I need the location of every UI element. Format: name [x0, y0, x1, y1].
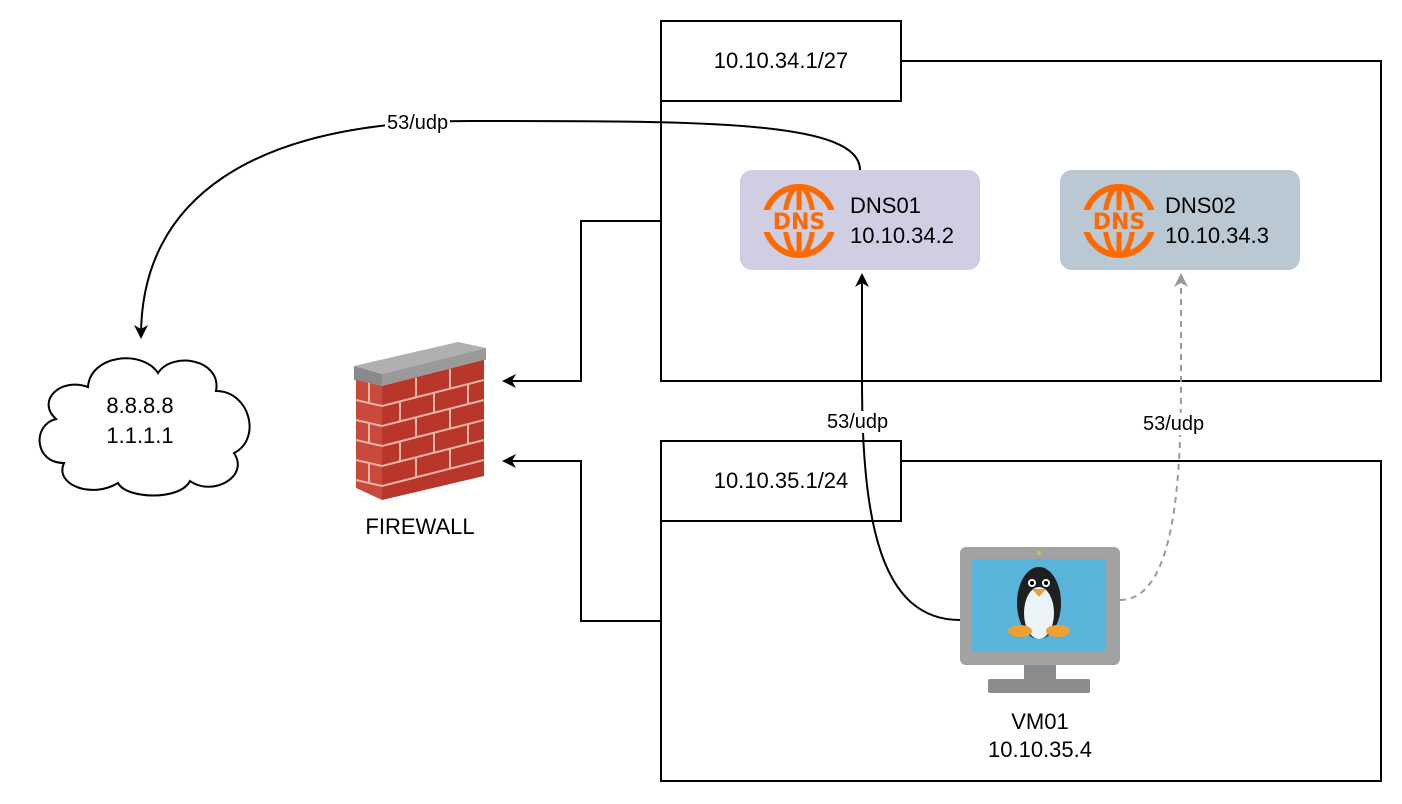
edge-vm-to-dns01 — [855, 273, 961, 621]
internet-ip-2: 1.1.1.1 — [106, 423, 174, 448]
vm-name: VM01 — [1011, 709, 1069, 734]
svg-text:DNS: DNS — [1093, 210, 1146, 235]
edge-dns01-to-internet — [134, 119, 861, 339]
dns02-name: DNS02 — [1165, 193, 1236, 218]
edge-label-vm-dns02: 53/udp — [1141, 413, 1207, 435]
linux-monitor-icon[interactable] — [958, 545, 1122, 695]
edge-label-dns01-internet: 53/udp — [385, 112, 451, 134]
internet-ip-1: 8.8.8.8 — [106, 393, 174, 418]
firewall-label: FIREWALL — [365, 514, 475, 539]
internet-cloud-icon[interactable] — [30, 345, 258, 497]
dns02-ip: 10.10.34.3 — [1165, 223, 1269, 248]
firewall-brick-wall-icon[interactable] — [350, 338, 490, 502]
subnet-34-label: 10.10.34.1/27 — [660, 20, 902, 102]
edge-label-vm-dns01: 53/udp — [825, 411, 891, 433]
edge-vm-to-dns02 — [1119, 273, 1188, 601]
subnet-35-label: 10.10.35.1/24 — [660, 440, 902, 522]
dns01-ip: 10.10.34.2 — [850, 223, 954, 248]
svg-text:DNS: DNS — [773, 210, 826, 235]
dns01-name: DNS01 — [850, 193, 921, 218]
vm-ip: 10.10.35.4 — [988, 737, 1092, 762]
edge-subnet35-to-firewall — [502, 454, 660, 622]
dns-globe-icon: DNS — [1080, 183, 1158, 259]
dns-globe-icon: DNS — [760, 183, 838, 259]
edge-subnet34-to-firewall — [502, 220, 660, 388]
